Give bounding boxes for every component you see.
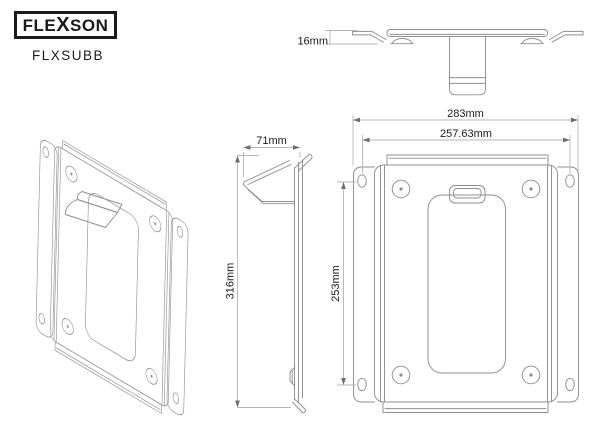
dimension-arrow: [235, 400, 240, 408]
center-cutout: [427, 194, 506, 374]
brand-text-part: FLE: [22, 15, 57, 35]
bottom-flange: [382, 401, 549, 413]
dimension-label-thickness: 16mm: [297, 36, 328, 48]
dimension-arrow: [341, 378, 346, 385]
dimension-arrow: [235, 155, 240, 163]
dimension-line-thickness: [325, 30, 378, 45]
brand-text: FLEXSON: [23, 15, 109, 36]
isometric-projected-plate: [35, 139, 189, 416]
dimension-arrow: [353, 117, 360, 123]
mounting-hole: [149, 215, 162, 233]
dimension-arrow: [293, 145, 300, 150]
hole-center-dot: [150, 374, 153, 378]
mounting-hole: [521, 365, 541, 385]
left-ear: [353, 166, 375, 403]
mounting-hole: [521, 179, 541, 199]
keyhole-slot: [357, 174, 367, 188]
dimension-label-depth: 71mm: [256, 135, 287, 147]
top-view-plate-edge: [386, 29, 548, 37]
dimension-arrow: [563, 137, 570, 143]
dimension-label-slot-spacing-height: 253mm: [330, 265, 342, 302]
top-view-right-dimple: [520, 37, 544, 45]
side-view: 71mm 316mm: [225, 135, 313, 414]
side-view-dimple-profile: [289, 367, 295, 386]
top-flange: [386, 154, 549, 166]
dimension-label-slot-spacing-width: 257.63mm: [440, 128, 492, 140]
keyhole-slot: [565, 174, 575, 188]
dimension-arrow: [341, 182, 346, 189]
hook-tab-lip: [64, 199, 118, 228]
dimension-label-height: 316mm: [225, 263, 237, 300]
dimension-line-overall-width: [352, 115, 579, 171]
mounting-hole: [145, 367, 158, 385]
right-ear: [166, 217, 189, 416]
hook-tab-front-inner: [453, 188, 482, 199]
product-code: FLXSUBB: [32, 48, 105, 63]
bottom-flange: [54, 341, 162, 414]
top-view-left-ear: [352, 30, 387, 43]
hole-center-dot: [399, 373, 403, 377]
top-view: 16mm: [297, 29, 584, 96]
top-view-left-dimple: [390, 37, 414, 45]
side-view-bottom-flange-tip: [292, 399, 307, 414]
dimension-line-height: [237, 155, 291, 408]
side-view-top-flange-tip: [294, 153, 313, 172]
hole-center-dot: [66, 325, 69, 328]
dimension-line-depth: [243, 147, 301, 177]
hole-center-dot: [154, 222, 157, 226]
hole-center-dot: [399, 187, 403, 191]
center-cutout: [85, 193, 139, 362]
keyhole-slot: [42, 146, 49, 158]
bottom-flange-bend-line: [56, 347, 161, 411]
keyhole-slot: [38, 312, 45, 325]
keyhole-slot: [172, 392, 179, 405]
dimension-arrow: [571, 117, 578, 123]
hole-center-dot: [70, 172, 73, 176]
plate-bend-lines: [380, 165, 552, 402]
plate-bend-lines: [53, 146, 170, 406]
keyhole-slot: [357, 377, 367, 392]
left-ear: [35, 139, 58, 338]
mounting-hole: [61, 318, 74, 335]
hole-center-dot: [529, 187, 533, 191]
dimension-label-overall-width: 283mm: [447, 108, 484, 120]
mounting-hole: [391, 179, 411, 199]
top-flange-bend-line: [63, 143, 166, 205]
top-view-hook-tab: [449, 36, 486, 96]
front-view: 283mm 257.63mm 253mm: [330, 108, 579, 413]
dimension-line-slot-spacing-height: [337, 181, 356, 386]
keyhole-slot: [176, 226, 184, 238]
mounting-hole: [65, 165, 78, 183]
main-plate: [49, 146, 173, 407]
mounting-hole: [391, 365, 411, 385]
brand-text-part: X: [56, 13, 71, 36]
isometric-view: [35, 139, 189, 416]
side-view-wall-profile: [294, 159, 303, 404]
brand-text-part: SON: [70, 15, 109, 35]
dimension-arrow: [243, 145, 251, 150]
dimension-line-slot-spacing-width: [362, 135, 571, 174]
top-view-right-ear: [549, 30, 584, 43]
right-ear: [557, 166, 579, 403]
keyhole-slot: [565, 377, 575, 392]
side-view-hook-profile: [242, 160, 295, 205]
hook-tab-front: [449, 185, 486, 204]
dimension-arrow: [362, 137, 370, 143]
brand-logo: FLEXSON: [14, 11, 117, 39]
hole-center-dot: [529, 373, 533, 377]
